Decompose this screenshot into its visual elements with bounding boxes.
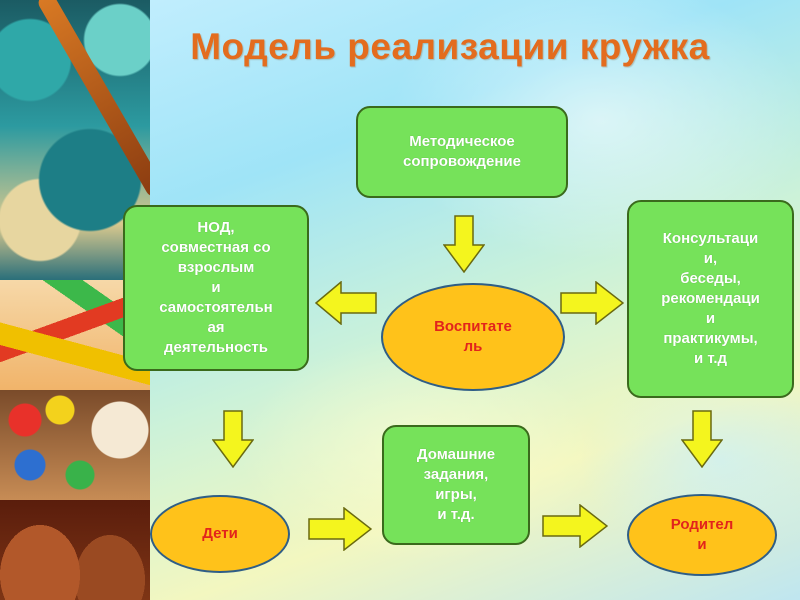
activities-label: НОД, совместная со взрослым и самостояте… bbox=[159, 219, 273, 356]
palette-photo bbox=[0, 390, 150, 500]
consultations-box: Консультаци и, беседы, рекомендаци и пра… bbox=[627, 200, 794, 398]
parents-oval: Родител и bbox=[627, 494, 777, 576]
arrow-down-icon bbox=[443, 215, 485, 273]
arrow-down-icon bbox=[212, 410, 254, 468]
page-title: Модель реализации кружка bbox=[190, 26, 710, 67]
methodical-support-box: Методическое сопровождение bbox=[356, 106, 568, 198]
activities-box: НОД, совместная со взрослым и самостояте… bbox=[123, 205, 309, 371]
arrow-right-icon bbox=[308, 507, 372, 551]
homework-label: Домашние задания, игры, и т.д. bbox=[416, 446, 496, 523]
arrow-left-icon bbox=[315, 281, 377, 325]
homework-box: Домашние задания, игры, и т.д. bbox=[382, 425, 530, 545]
children-oval: Дети bbox=[150, 495, 290, 573]
children-label: Дети bbox=[202, 525, 238, 542]
methodical-support-label: Методическое сопровождение bbox=[402, 133, 521, 170]
arrow-right-icon bbox=[542, 504, 608, 548]
educator-label: Воспитате ль bbox=[434, 318, 512, 355]
consultations-label: Консультаци и, беседы, рекомендаци и пра… bbox=[661, 230, 760, 367]
parents-label: Родител и bbox=[670, 516, 734, 553]
brushes-pots-photo bbox=[0, 500, 150, 600]
educator-oval: Воспитате ль bbox=[381, 283, 565, 391]
arrow-right-icon bbox=[560, 281, 624, 325]
arrow-down-icon bbox=[681, 410, 723, 468]
